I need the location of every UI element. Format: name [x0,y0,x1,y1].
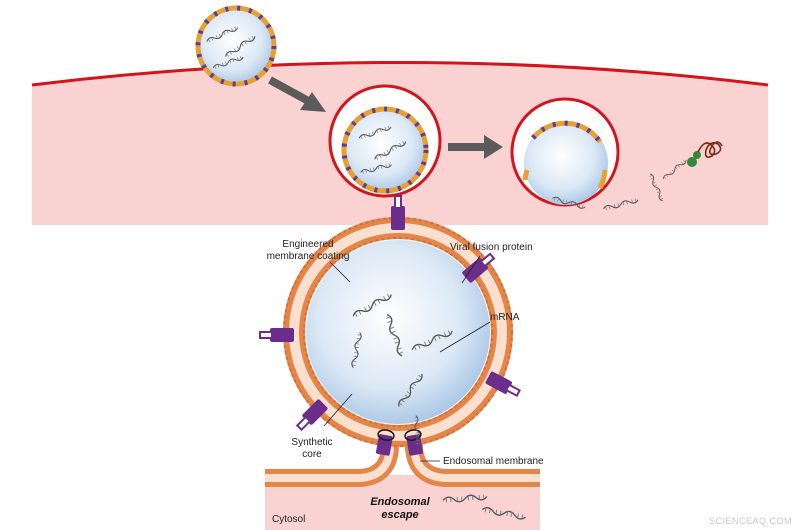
label-engineered-coating-1: Engineered [282,239,333,250]
watermark: SCIENCEAQ.COM [709,516,792,526]
label-endosomal-membrane: Endosomal membrane [443,456,544,467]
endosome-stage3 [510,97,723,212]
endosome-stage2 [328,84,442,198]
arrow-endocytosis [268,76,326,112]
label-viral-fusion-protein: Viral fusion protein [450,242,533,253]
label-synthetic-core-1: Synthetic [291,437,332,448]
label-endosomal-escape-2: escape [381,509,418,521]
nanoparticle-approach [195,5,277,87]
label-mrna: mRNA [490,312,520,323]
viral-fusion-proteins [259,195,522,456]
arrow-fusion [448,135,503,159]
leader-lines [323,255,491,462]
protein-chain [697,141,723,158]
ribosome-translation [687,141,723,167]
top-panel [31,5,769,225]
label-endosomal-escape-1: Endosomal [370,496,430,508]
label-synthetic-core-2: core [302,449,322,460]
label-cytosol: Cytosol [272,514,305,525]
cell-membrane [31,61,769,87]
label-engineered-coating-2: membrane coating [267,251,350,262]
synthetic-core-sphere [306,240,490,424]
membrane-coated-nanoparticle [259,195,522,456]
bottom-panel: Engineered membrane coating Viral fusion… [259,195,544,530]
